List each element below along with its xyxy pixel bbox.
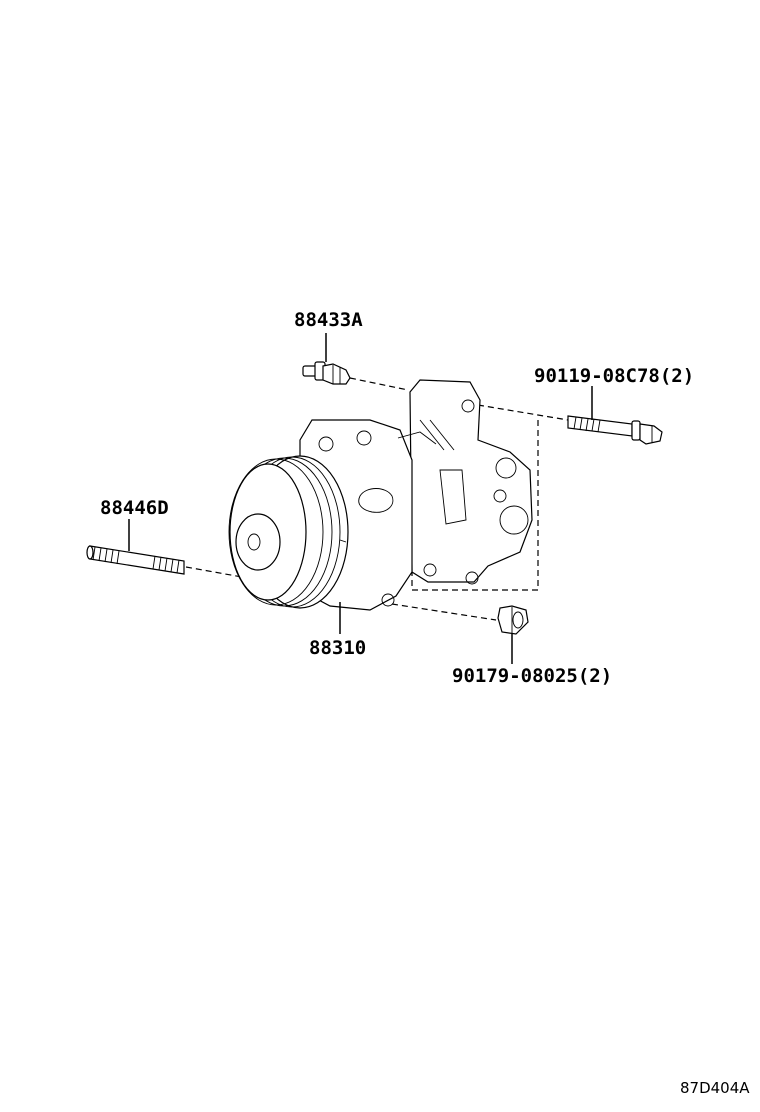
mounting-bolt-label[interactable]: 90119-08C78(2) [534, 365, 694, 387]
flange-bolt-icon[interactable] [567, 415, 663, 445]
pressure-switch-icon[interactable] [302, 361, 351, 385]
stud-bolt-icon[interactable] [86, 545, 185, 575]
flange-nut-icon[interactable] [497, 605, 529, 635]
stud-bolt-label[interactable]: 88446D [100, 497, 169, 519]
pressure-switch-label[interactable]: 88433A [294, 309, 363, 331]
diagram-code: 87D404A [680, 1079, 750, 1097]
ac-compressor-icon[interactable] [228, 379, 533, 611]
compressor-label[interactable]: 88310 [309, 637, 366, 659]
nut-label[interactable]: 90179-08025(2) [452, 665, 612, 687]
